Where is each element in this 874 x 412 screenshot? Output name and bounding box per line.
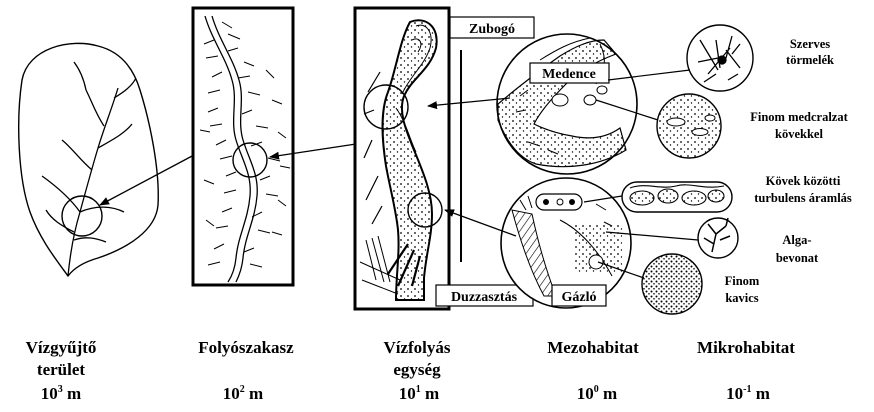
- level-segment-name-1: Folyószakasz: [198, 338, 294, 357]
- level-watershed-scale: 103 m: [41, 384, 81, 403]
- label-kovek-1: Kövek közötti: [766, 174, 841, 188]
- level-reach: Vízfolyás egység 101 m: [383, 338, 450, 403]
- level-microhabitat-name-1: Mikrohabitat: [697, 338, 795, 357]
- level-mesohabitat-scale: 100 m: [577, 384, 617, 403]
- fine-gravel-circle: [642, 254, 702, 314]
- label-szerves-2: törmelék: [786, 53, 834, 67]
- level-watershed-name-1: Vízgyűjtő: [26, 338, 97, 357]
- mesohabitat-panel: Medence Gázló: [497, 34, 637, 308]
- segment-panel: [193, 8, 293, 285]
- gazlo-label: Gázló: [562, 290, 597, 305]
- watershed-focus-circle: [62, 196, 102, 236]
- arrow-segment-to-watershed: [100, 155, 194, 205]
- fine-substrate-circle: [657, 94, 721, 158]
- level-captions: Vízgyűjtő terület 103 m Folyószakasz 102…: [26, 338, 796, 403]
- label-finom-medre-2: kövekkel: [775, 127, 823, 141]
- zubogo-label: Zubogó: [469, 22, 515, 37]
- scale-arrows: [100, 98, 516, 236]
- level-reach-scale: 101 m: [399, 384, 439, 403]
- segment-frame: [193, 8, 293, 285]
- level-mesohabitat-name-1: Mezohabitat: [547, 338, 639, 357]
- level-reach-name-2: egység: [393, 360, 441, 379]
- watershed-panel: [19, 43, 159, 276]
- label-alga-2: bevonat: [776, 251, 819, 265]
- label-szerves-1: Szerves: [790, 37, 830, 51]
- level-watershed-name-2: terület: [37, 360, 85, 379]
- level-microhabitat: Mikrohabitat 10-1 m: [697, 338, 795, 403]
- label-alga-1: Alga-: [782, 233, 811, 247]
- microhabitat-panel: [622, 25, 753, 314]
- label-kovek-2: turbulens áramlás: [754, 191, 852, 205]
- watershed-streams: [42, 62, 136, 276]
- level-microhabitat-scale: 10-1 m: [726, 384, 770, 403]
- label-kavics-1: Finom: [725, 274, 760, 288]
- level-segment: Folyószakasz 102 m: [198, 338, 294, 403]
- level-watershed: Vízgyűjtő terület 103 m: [26, 338, 97, 403]
- label-finom-medre-1: Finom medcralzat: [750, 110, 848, 124]
- level-segment-scale: 102 m: [223, 384, 263, 403]
- duzzasztas-label: Duzzasztás: [451, 290, 518, 305]
- label-kavics-2: kavics: [725, 291, 758, 305]
- level-mesohabitat: Mezohabitat 100 m: [547, 338, 639, 403]
- level-reach-name-1: Vízfolyás: [383, 338, 450, 357]
- watershed-outline: [19, 43, 159, 276]
- medence-label: Medence: [542, 67, 596, 82]
